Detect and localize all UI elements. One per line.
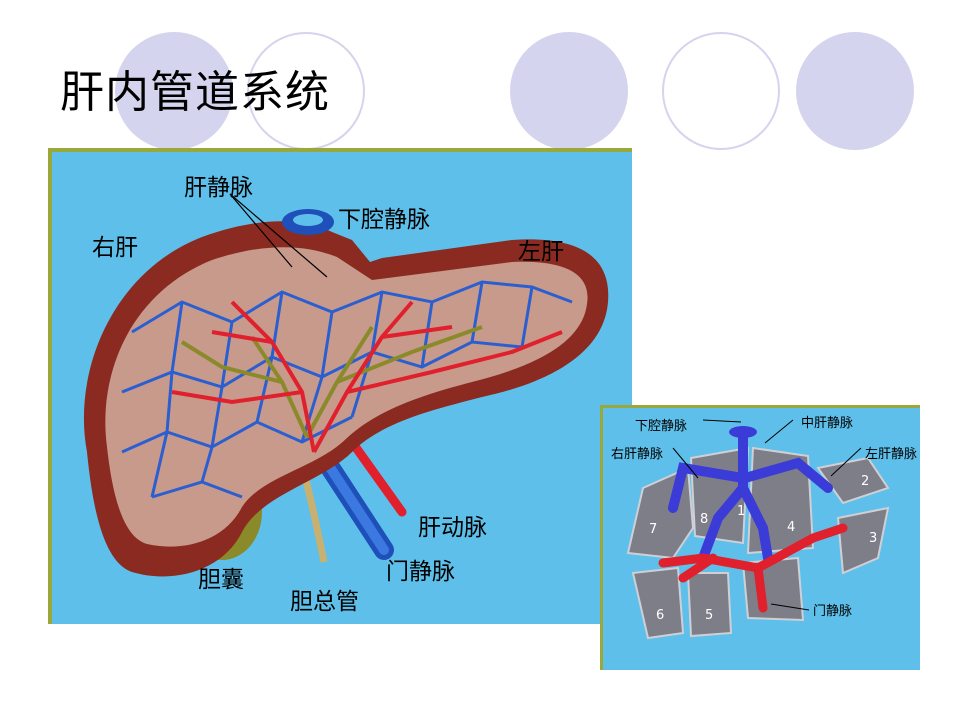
decor-circle-2 bbox=[510, 32, 628, 150]
segment-number-1: 1 bbox=[737, 504, 746, 519]
segment-illustration bbox=[626, 419, 890, 640]
segment-number-8: 8 bbox=[700, 512, 709, 527]
label-portal-vein: 门静脉 bbox=[386, 559, 455, 585]
segment-number-3: 3 bbox=[869, 531, 878, 546]
label-left-liver: 左肝 bbox=[518, 239, 564, 265]
decor-ring-2 bbox=[662, 32, 780, 150]
seg-label-ivc: 下腔静脉 bbox=[635, 419, 688, 434]
liver-diagram: 肝静脉 下腔静脉 右肝 左肝 肝动脉 门静脉 胆囊 胆总管 bbox=[48, 148, 632, 624]
slide-title: 肝内管道系统 bbox=[60, 67, 330, 118]
seg-label-middle-hepatic-vein: 中肝静脉 bbox=[801, 416, 854, 431]
segment-diagram: 下腔静脉 中肝静脉 右肝静脉 左肝静脉 门静脉 1 2 3 4 5 6 7 8 bbox=[600, 405, 920, 670]
label-common-bile-duct: 胆总管 bbox=[290, 589, 359, 615]
label-hepatic-vein: 肝静脉 bbox=[184, 175, 253, 201]
label-ivc: 下腔静脉 bbox=[338, 207, 430, 233]
seg-label-portal-vein: 门静脉 bbox=[813, 604, 853, 619]
seg-label-left-hepatic-vein: 左肝静脉 bbox=[865, 447, 918, 462]
label-hepatic-artery: 肝动脉 bbox=[418, 515, 487, 541]
label-gallbladder: 胆囊 bbox=[198, 567, 244, 593]
segment-number-7: 7 bbox=[649, 522, 658, 537]
seg-label-right-hepatic-vein: 右肝静脉 bbox=[611, 447, 664, 462]
segment-number-6: 6 bbox=[656, 608, 665, 623]
decor-circle-3 bbox=[796, 32, 914, 150]
segment-number-4: 4 bbox=[787, 520, 796, 535]
segment-number-5: 5 bbox=[705, 608, 714, 623]
decor-circle-1 bbox=[115, 32, 233, 150]
decor-ring-1 bbox=[247, 32, 365, 150]
segment-number-2: 2 bbox=[861, 474, 870, 489]
liver-illustration bbox=[83, 193, 609, 577]
label-right-liver: 右肝 bbox=[92, 235, 138, 261]
